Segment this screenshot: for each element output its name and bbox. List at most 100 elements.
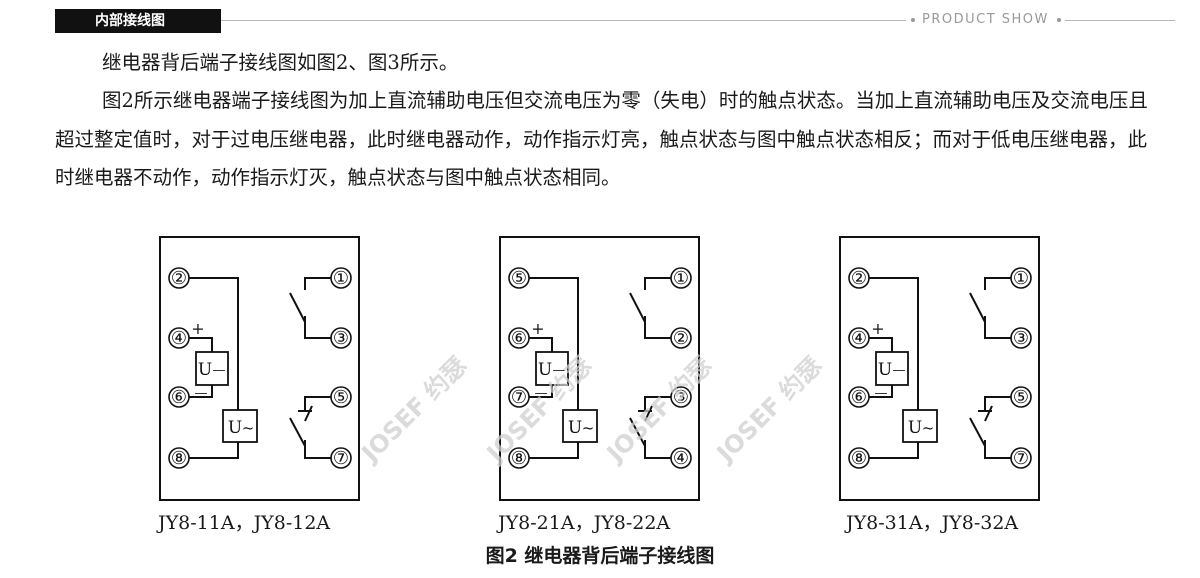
terminal-right-label: ③ [673, 387, 689, 408]
plus-sign: + [191, 319, 204, 338]
header-dot-right [1057, 18, 1061, 22]
diagram-2-caption: JY8-21A，JY8-22A [498, 512, 671, 534]
terminal-right-label: ③ [333, 328, 349, 349]
dc-coil-label: U [198, 360, 212, 380]
wire-ac-bottom [869, 442, 919, 459]
wire-no-bottom [984, 316, 1011, 339]
wire-nc-bottom [644, 440, 671, 459]
product-show-label: PRODUCT SHOW [922, 12, 1049, 27]
wire-no-top [644, 277, 671, 290]
terminal-left-label: ⑤ [511, 268, 527, 289]
wire-no-bottom [644, 316, 671, 339]
ac-coil-label: U [568, 418, 582, 438]
terminal-right-label: ⑦ [333, 448, 349, 469]
terminal-right-label: ① [673, 268, 689, 289]
terminal-right-label: ① [1013, 268, 1029, 289]
nc-contact-blade [629, 417, 646, 447]
nc-contact-tab [984, 405, 993, 422]
section-header: 内部接线图 PRODUCT SHOW [0, 0, 1200, 40]
terminal-left-label: ⑥ [171, 387, 187, 408]
ac-coil-box [222, 409, 258, 443]
description-paragraph: 图2所示继电器端子接线图为加上直流辅助电压但交流电压为零（失电）时的触点状态。当… [55, 89, 1148, 189]
minus-sign: — [875, 386, 888, 401]
no-contact-blade [289, 292, 306, 323]
nc-contact-blade [289, 417, 306, 447]
wire-no-bottom [304, 316, 331, 339]
plus-sign: + [871, 319, 884, 338]
ac-coil-box [562, 409, 598, 443]
terminal-left-label: ② [851, 268, 867, 289]
ac-coil-symbol: ~ [242, 419, 255, 437]
nc-contact-blade [969, 417, 986, 447]
terminal-left-label: ⑥ [511, 328, 527, 349]
wire-dc-bottom [869, 385, 893, 398]
wire-ac-top [529, 277, 579, 410]
diagram-frame [499, 236, 700, 501]
terminal-right-label: ⑤ [333, 387, 349, 408]
terminal-left-label: ⑧ [511, 448, 527, 469]
ac-coil-label: U [908, 418, 922, 438]
section-title: 内部接线图 [55, 9, 221, 33]
wire-ac-bottom [189, 442, 239, 459]
dc-coil-label: U [538, 360, 552, 380]
terminal-right-label: ④ [673, 448, 689, 469]
dc-coil-box [195, 351, 229, 386]
no-contact-blade [629, 292, 646, 323]
terminal-left-label: ④ [851, 328, 867, 349]
nc-contact-tab [644, 405, 653, 422]
plus-sign: + [531, 319, 544, 338]
header-divider-left [221, 20, 906, 21]
diagram-1-caption: JY8-11A，JY8-12A [158, 512, 331, 534]
dc-coil-box [875, 351, 909, 386]
terminal-right-label: ② [673, 328, 689, 349]
wire-dc-top [189, 337, 213, 352]
terminal-left-label: ④ [171, 328, 187, 349]
dc-coil-box [535, 351, 569, 386]
terminal-right-label: ⑦ [1013, 448, 1029, 469]
wire-nc-top [644, 396, 671, 411]
header-dot-left [911, 18, 915, 22]
minus-sign: — [535, 386, 548, 401]
watermark-logo: JOSEF 约瑟 [710, 351, 827, 468]
wire-nc-top [304, 396, 331, 411]
nc-contact-tab [304, 405, 313, 422]
wire-nc-top [984, 396, 1011, 411]
wire-dc-bottom [529, 385, 553, 398]
diagram-frame [839, 236, 1040, 501]
wire-nc-bottom [984, 440, 1011, 459]
ac-coil-label: U [228, 418, 242, 438]
ac-coil-box [902, 409, 938, 443]
terminal-left-label: ⑧ [171, 448, 187, 469]
ac-coil-symbol: ~ [582, 419, 595, 437]
wire-nc-bottom [304, 440, 331, 459]
no-contact-blade [969, 292, 986, 323]
terminal-right-label: ⑤ [1013, 387, 1029, 408]
watermark-logo: JOSEF 约瑟 [355, 351, 472, 468]
terminal-left-label: ② [171, 268, 187, 289]
wire-no-top [984, 277, 1011, 290]
dc-coil-symbol: — [553, 363, 566, 378]
wire-ac-top [189, 277, 239, 410]
terminal-right-label: ① [333, 268, 349, 289]
wire-dc-bottom [189, 385, 213, 398]
ac-coil-symbol: ~ [922, 419, 935, 437]
terminal-left-label: ⑥ [851, 387, 867, 408]
dc-coil-symbol: — [893, 363, 906, 378]
wire-ac-bottom [529, 442, 579, 459]
dc-coil-label: U [878, 360, 892, 380]
figure-caption: 图2 继电器背后端子接线图 [485, 545, 715, 567]
dc-coil-symbol: — [213, 363, 226, 378]
wire-no-top [304, 277, 331, 290]
wire-dc-top [529, 337, 553, 352]
header-divider-right [1065, 20, 1175, 21]
terminal-right-label: ③ [1013, 328, 1029, 349]
wire-dc-top [869, 337, 893, 352]
diagram-frame [159, 236, 360, 501]
diagram-3-caption: JY8-31A，JY8-32A [846, 512, 1019, 534]
terminal-left-label: ⑧ [851, 448, 867, 469]
intro-paragraph: 继电器背后端子接线图如图2、图3所示。 [102, 51, 459, 74]
